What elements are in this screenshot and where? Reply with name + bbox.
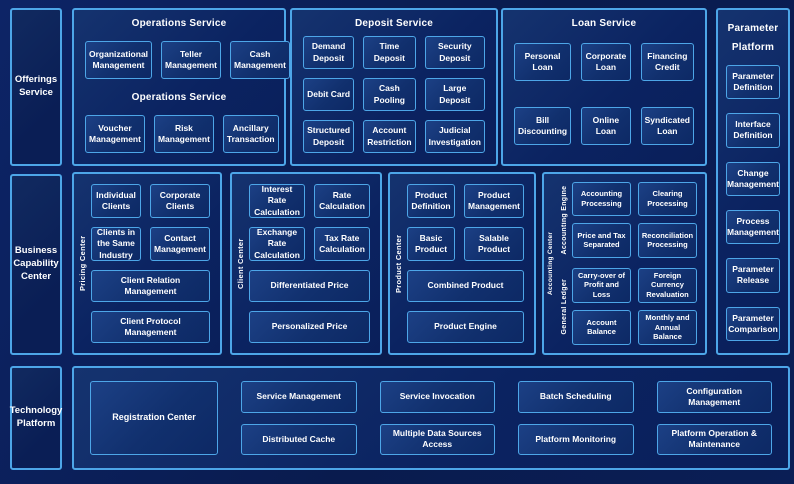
node-service-management: Service Management [241, 381, 357, 413]
node-cash-pooling: Cash Pooling [363, 78, 416, 111]
operations-service-title: Operations Service [131, 18, 227, 29]
node-platform-monitoring: Platform Monitoring [518, 423, 634, 455]
panel-pricing-center: Pricing Center Individual Clients Corpor… [72, 172, 222, 355]
tech-column-1: Service Management Distributed Cache [241, 381, 357, 455]
node-registration-center: Registration Center [90, 381, 218, 455]
node-online-loan: Online Loan [581, 107, 631, 145]
tech-column-3: Batch Scheduling Platform Monitoring [518, 381, 634, 455]
operations-row-2: Voucher Management Risk Management Ancil… [85, 114, 279, 153]
node-batch-scheduling: Batch Scheduling [518, 381, 634, 413]
node-product-definition: Product Definition [407, 184, 456, 218]
pricing-grid: Individual Clients Corporate Clients Cli… [91, 184, 210, 261]
node-multiple-data-sources-access: Multiple Data Sources Access [379, 423, 495, 455]
node-configuration-management: Configuration Management [656, 381, 772, 413]
node-account-balance: Account Balance [572, 309, 631, 345]
product-center-side-label: Product Center [394, 234, 403, 293]
node-corporate-loan: Corporate Loan [581, 43, 631, 81]
node-interface-definition: Interface Definition [726, 113, 780, 148]
panel-client-center: Client Center Interest Rate Calculation … [230, 172, 382, 355]
panel-operations-service: Operations Service Organizational Manage… [72, 8, 290, 166]
panel-deposit-service: Deposit Service Demand Deposit Time Depo… [290, 8, 498, 166]
panel-technology-platform: Registration Center Service Management D… [72, 366, 790, 470]
general-ledger-group: General Ledger Carry-over of Profit and … [557, 267, 697, 345]
node-accounting-processing: Accounting Processing [572, 182, 631, 217]
parameter-platform-title: Parameter Platform [727, 23, 779, 53]
node-clearing-processing: Clearing Processing [638, 182, 697, 217]
tech-column-2: Service Invocation Multiple Data Sources… [379, 381, 495, 455]
node-product-engine: Product Engine [407, 311, 524, 343]
node-monthly-annual-balance: Monthly and Annual Balance [638, 309, 697, 345]
panel-product-center: Product Center Product Definition Produc… [388, 172, 536, 355]
loan-service-title: Loan Service [571, 18, 637, 29]
node-demand-deposit: Demand Deposit [303, 36, 355, 69]
product-grid: Product Definition Product Management Ba… [407, 184, 524, 261]
rail-offerings-service: Offerings Service [10, 8, 62, 166]
node-time-deposit: Time Deposit [363, 36, 416, 69]
operations-row-1: Organizational Management Teller Managem… [85, 41, 290, 80]
node-reconciliation-processing: Reconciliation Processing [638, 223, 697, 258]
node-rate-calculation: Rate Calculation [314, 184, 370, 218]
node-foreign-currency-revaluation: Foreign Currency Revaluation [638, 267, 697, 303]
node-parameter-definition: Parameter Definition [726, 65, 780, 100]
node-client-relation-management: Client Relation Management [91, 270, 210, 302]
accounting-engine-group: Accounting Engine Accounting Processing … [557, 182, 697, 258]
node-judicial-investigation: Judicial Investigation [424, 120, 485, 153]
node-account-restriction: Account Restriction [363, 120, 416, 153]
node-change-management: Change Management [726, 161, 780, 196]
panel-accounting-center: Accounting Center Accounting Engine Acco… [542, 172, 707, 355]
node-cash-management: Cash Management [230, 41, 290, 80]
client-grid: Interest Rate Calculation Rate Calculati… [249, 184, 370, 261]
node-personal-loan: Personal Loan [514, 43, 572, 81]
node-client-protocol-management: Client Protocol Management [91, 311, 210, 343]
node-syndicated-loan: Syndicated Loan [640, 107, 694, 145]
node-exchange-rate-calculation: Exchange Rate Calculation [249, 227, 305, 261]
node-personalized-price: Personalized Price [249, 311, 370, 343]
deposit-grid: Demand Deposit Time Deposit Security Dep… [303, 36, 485, 153]
node-debit-card: Debit Card [303, 78, 355, 111]
accounting-center-side-label: Accounting Center [547, 231, 554, 296]
pricing-center-side-label: Pricing Center [78, 235, 87, 292]
node-distributed-cache: Distributed Cache [241, 423, 357, 455]
operations-service-duplicate-label: Operations Service [131, 91, 227, 103]
node-teller-management: Teller Management [161, 41, 221, 80]
node-large-deposit: Large Deposit [424, 78, 485, 111]
node-corporate-clients: Corporate Clients [150, 184, 210, 218]
node-financing-credit: Financing Credit [640, 43, 694, 81]
node-bill-discounting: Bill Discounting [514, 107, 572, 145]
node-interest-rate-calculation: Interest Rate Calculation [249, 184, 305, 218]
node-product-management: Product Management [464, 184, 524, 218]
client-center-side-label: Client Center [236, 238, 245, 289]
general-ledger-label: General Ledger [561, 278, 568, 335]
node-combined-product: Combined Product [407, 270, 524, 302]
node-price-and-tax-separated: Price and Tax Separated [572, 223, 631, 258]
node-voucher-management: Voucher Management [85, 114, 145, 153]
node-service-invocation: Service Invocation [379, 381, 495, 413]
node-process-management: Process Management [726, 209, 780, 245]
node-ancillary-transaction: Ancillary Transaction [222, 114, 279, 153]
loan-grid: Personal Loan Corporate Loan Financing C… [514, 43, 694, 145]
node-structured-deposit: Structured Deposit [303, 120, 355, 153]
node-carry-over-profit-loss: Carry-over of Profit and Loss [572, 267, 631, 303]
node-parameter-comparison: Parameter Comparison [726, 306, 780, 341]
node-risk-management: Risk Management [153, 114, 214, 153]
node-contact-management: Contact Management [150, 227, 210, 261]
accounting-engine-label: Accounting Engine [561, 185, 568, 255]
parameter-column: Parameter Definition Interface Definitio… [726, 65, 780, 341]
node-individual-clients: Individual Clients [91, 184, 142, 218]
node-clients-same-industry: Clients in the Same Industry [91, 227, 142, 261]
node-security-deposit: Security Deposit [424, 36, 485, 69]
node-differentiated-price: Differentiated Price [249, 270, 370, 302]
node-basic-product: Basic Product [407, 227, 456, 261]
deposit-service-title: Deposit Service [354, 18, 434, 29]
node-platform-operation-maintenance: Platform Operation & Maintenance [656, 423, 772, 455]
panel-parameter-platform: Parameter Platform Parameter Definition … [716, 8, 790, 355]
node-organizational-management: Organizational Management [85, 41, 153, 80]
panel-loan-service: Loan Service Personal Loan Corporate Loa… [501, 8, 707, 166]
node-salable-product: Salable Product [464, 227, 524, 261]
node-tax-rate-calculation: Tax Rate Calculation [314, 227, 370, 261]
rail-business-capability-center: Business Capability Center [10, 174, 62, 355]
tech-column-4: Configuration Management Platform Operat… [656, 381, 772, 455]
node-parameter-release: Parameter Release [726, 258, 780, 293]
rail-technology-platform: Technology Platform [10, 366, 62, 470]
